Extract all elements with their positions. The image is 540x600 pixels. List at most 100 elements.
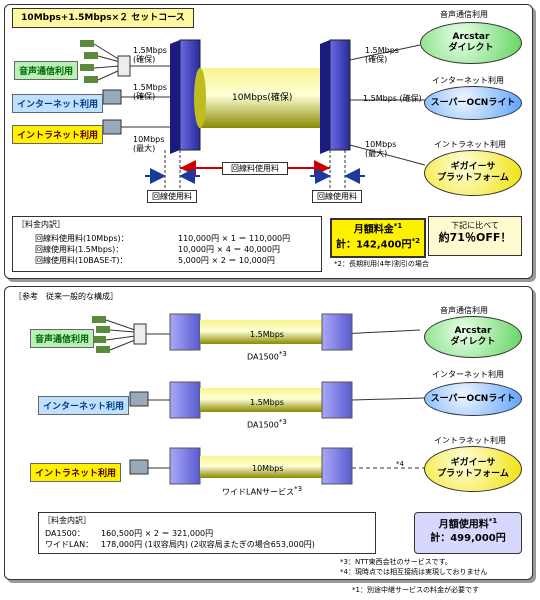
pipe-sub-bottom-3-mark: *3 <box>294 485 303 493</box>
label-voice-top: 音声通信利用 <box>14 61 79 80</box>
pricing-box-top: ［料金内訳］ 回線料使用料(10Mbps)： 110,000円 × 1 ＝ 11… <box>12 216 322 272</box>
speed-left-1-note: (確保) <box>133 55 156 64</box>
oval-giga-bottom: ギガイーサ プラットフォーム <box>424 446 522 492</box>
monthly-box-bottom: 月額使用料*1 計：499,000円 <box>414 512 522 554</box>
pricing-row-value: 10,000円 × 4 ＝ 40,000円 <box>178 245 280 254</box>
pricing-box-bottom: ［料金内訳］ DA1500： 160,500円 × 2 ＝ 321,000円 ワ… <box>38 512 376 554</box>
pipe-sub-bottom-1-mark: *3 <box>278 350 287 358</box>
pc-icon-intranet-top <box>102 119 122 135</box>
label-intranet-bottom: イントラネット利用 <box>30 463 122 482</box>
pbx-icon-top <box>117 55 131 77</box>
label-intranet-top: イントラネット利用 <box>12 125 104 144</box>
speed-right-3-note: (最大) <box>365 149 388 158</box>
circuit-label: 回線料使用料 <box>222 162 288 175</box>
left-node-block-bottom-2 <box>169 381 201 419</box>
label-internet-top: インターネット利用 <box>12 94 104 113</box>
phone-icons-bottom <box>92 316 110 353</box>
pipe-speed-bottom-1: 1.5Mbps <box>250 330 284 339</box>
pricing-title-bottom: ［料金内訳］ <box>43 516 91 525</box>
monthly-value-mark-top: *2 <box>411 237 421 246</box>
speed-left-3-value: 10Mbps <box>133 135 165 144</box>
right-header-intranet-top: イントラネット利用 <box>434 140 506 149</box>
speed-left-1-value: 1.5Mbps <box>133 46 167 55</box>
speed-right-1-value: 1.5Mbps <box>365 46 399 55</box>
oval-ocn-top: スーパーOCNライト <box>424 86 522 120</box>
pricing-row-label: 回線使用料(1.5Mbps)： <box>35 245 124 254</box>
oval-ocn-bottom: スーパーOCNライト <box>424 382 522 416</box>
top-title-box: 10Mbps+1.5Mbps×２ セットコース <box>12 8 194 28</box>
monthly-note-mark-top: *1 <box>393 222 403 230</box>
mark-4: *4 <box>396 460 404 468</box>
left-node-block-bottom-3 <box>169 447 201 485</box>
oval-arcstar-top: Arcstar ダイレクト <box>420 22 522 64</box>
speed-left-2-note: (確保) <box>133 92 156 101</box>
footnote-2: *2：長期利用(4年)割引の場合 <box>334 260 429 268</box>
pricing-row-value: 5,000円 × 2 ＝ 10,000円 <box>178 256 275 265</box>
line-fee-label-left: 回線使用料 <box>147 190 197 203</box>
speed-left-1: 1.5Mbps(確保) <box>133 46 167 64</box>
speed-left-2: 1.5Mbps(確保) <box>133 83 167 101</box>
pipe-bottom-2 <box>200 388 330 412</box>
pipe-speed-bottom-3: 10Mbps <box>252 464 284 473</box>
top-title: 10Mbps+1.5Mbps×２ セットコース <box>21 13 185 23</box>
pipe-bottom-1 <box>200 320 330 344</box>
pipe-speed-bottom-2: 1.5Mbps <box>250 398 284 407</box>
discount-box: 下記に比べて 約71％OFF！ <box>428 216 522 256</box>
main-pipe-top <box>200 68 330 128</box>
discount-line1: 下記に比べて <box>451 221 499 230</box>
pc-icon-intranet-bottom <box>129 459 149 475</box>
right-node-block-top <box>329 39 351 151</box>
speed-right-3-value: 10Mbps <box>365 140 397 149</box>
pricing-title-top: ［料金内訳］ <box>17 220 65 229</box>
speed-right-2: 1.5Mbps (確保) <box>363 94 422 103</box>
label-voice-bottom: 音声通信利用 <box>30 329 95 348</box>
pricing-row-label: 回線料使用料(10Mbps)： <box>35 234 129 243</box>
oval-giga-top: ギガイーサ プラットフォーム <box>424 150 522 196</box>
speed-left-2-value: 1.5Mbps <box>133 83 167 92</box>
pc-icon-internet-bottom <box>129 391 149 407</box>
line-fee-label-right: 回線使用料 <box>312 190 362 203</box>
phone-icons-top <box>80 40 98 83</box>
pbx-icon-bottom <box>133 323 147 345</box>
discount-line2: 約71％OFF！ <box>438 231 512 244</box>
pipe-sub-bottom-2-text: DA1500 <box>247 420 279 430</box>
pipe-label-top: 10Mbps(確保) <box>232 93 293 103</box>
pipe-sub-bottom-3-text: ワイドLANサービス <box>222 487 295 497</box>
right-node-block-bottom-3 <box>321 447 353 485</box>
right-node-block-bottom-1 <box>321 313 353 351</box>
pipe-sub-bottom-2: DA1500*3 <box>247 418 287 430</box>
monthly-mark-bottom: *1 <box>488 517 498 525</box>
speed-left-3: 10Mbps(最大) <box>133 135 164 153</box>
right-header-voice-bottom: 音声通信利用 <box>440 306 488 315</box>
note-4: *4：現時点では相互接続は実現しておりません <box>340 568 488 576</box>
speed-right-2-value: 1.5Mbps (確保) <box>363 94 422 103</box>
monthly-title-bottom: 月額使用料 <box>438 519 489 531</box>
pricing-row-value: 110,000円 × 1 ＝ 110,000円 <box>178 234 291 243</box>
speed-left-3-note: (最大) <box>133 144 156 153</box>
note-3: *3：NTT東西会社のサービスです。 <box>340 558 452 566</box>
oval-arcstar-bottom: Arcstar ダイレクト <box>424 316 522 358</box>
footnote-1: *1：別途中継サービスの料金が必要です <box>352 586 479 594</box>
monthly-value-bottom: 計：499,000円 <box>430 533 506 545</box>
bottom-diagram <box>92 313 425 485</box>
pricing-row-label: ワイドLAN： <box>45 540 94 549</box>
pricing-row-value: 160,500円 × 2 ＝ 321,000円 <box>101 529 214 538</box>
pc-icon-internet-top <box>102 89 122 105</box>
pipe-sub-bottom-3: ワイドLANサービス*3 <box>222 485 302 497</box>
right-header-voice-top: 音声通信利用 <box>440 10 488 19</box>
pricing-row-label: 回線使用料(10BASE-T)： <box>35 256 128 265</box>
right-header-internet-bottom: インターネット利用 <box>432 370 504 379</box>
pipe-sub-bottom-1-text: DA1500 <box>247 352 279 362</box>
right-header-intranet-bottom: イントラネット利用 <box>434 436 506 445</box>
left-node-block-bottom-1 <box>169 313 201 351</box>
monthly-box-top: 月額料金*1 計：142,400円*2 <box>330 218 426 258</box>
right-header-internet-top: インターネット利用 <box>432 76 504 85</box>
pricing-row-label: DA1500： <box>45 529 85 538</box>
speed-right-3: 10Mbps(最大) <box>365 140 396 158</box>
speed-right-1: 1.5Mbps(確保) <box>365 46 399 64</box>
monthly-value-top: 計：142,400円 <box>335 239 412 251</box>
pricing-row-value: 178,000円 (1収容局内) (2収容局またぎの場合653,000円) <box>101 540 315 549</box>
bottom-title: ［参考 従来一般的な構成］ <box>14 292 118 301</box>
speed-right-1-note: (確保) <box>365 55 388 64</box>
label-internet-bottom: インターネット利用 <box>38 396 130 415</box>
